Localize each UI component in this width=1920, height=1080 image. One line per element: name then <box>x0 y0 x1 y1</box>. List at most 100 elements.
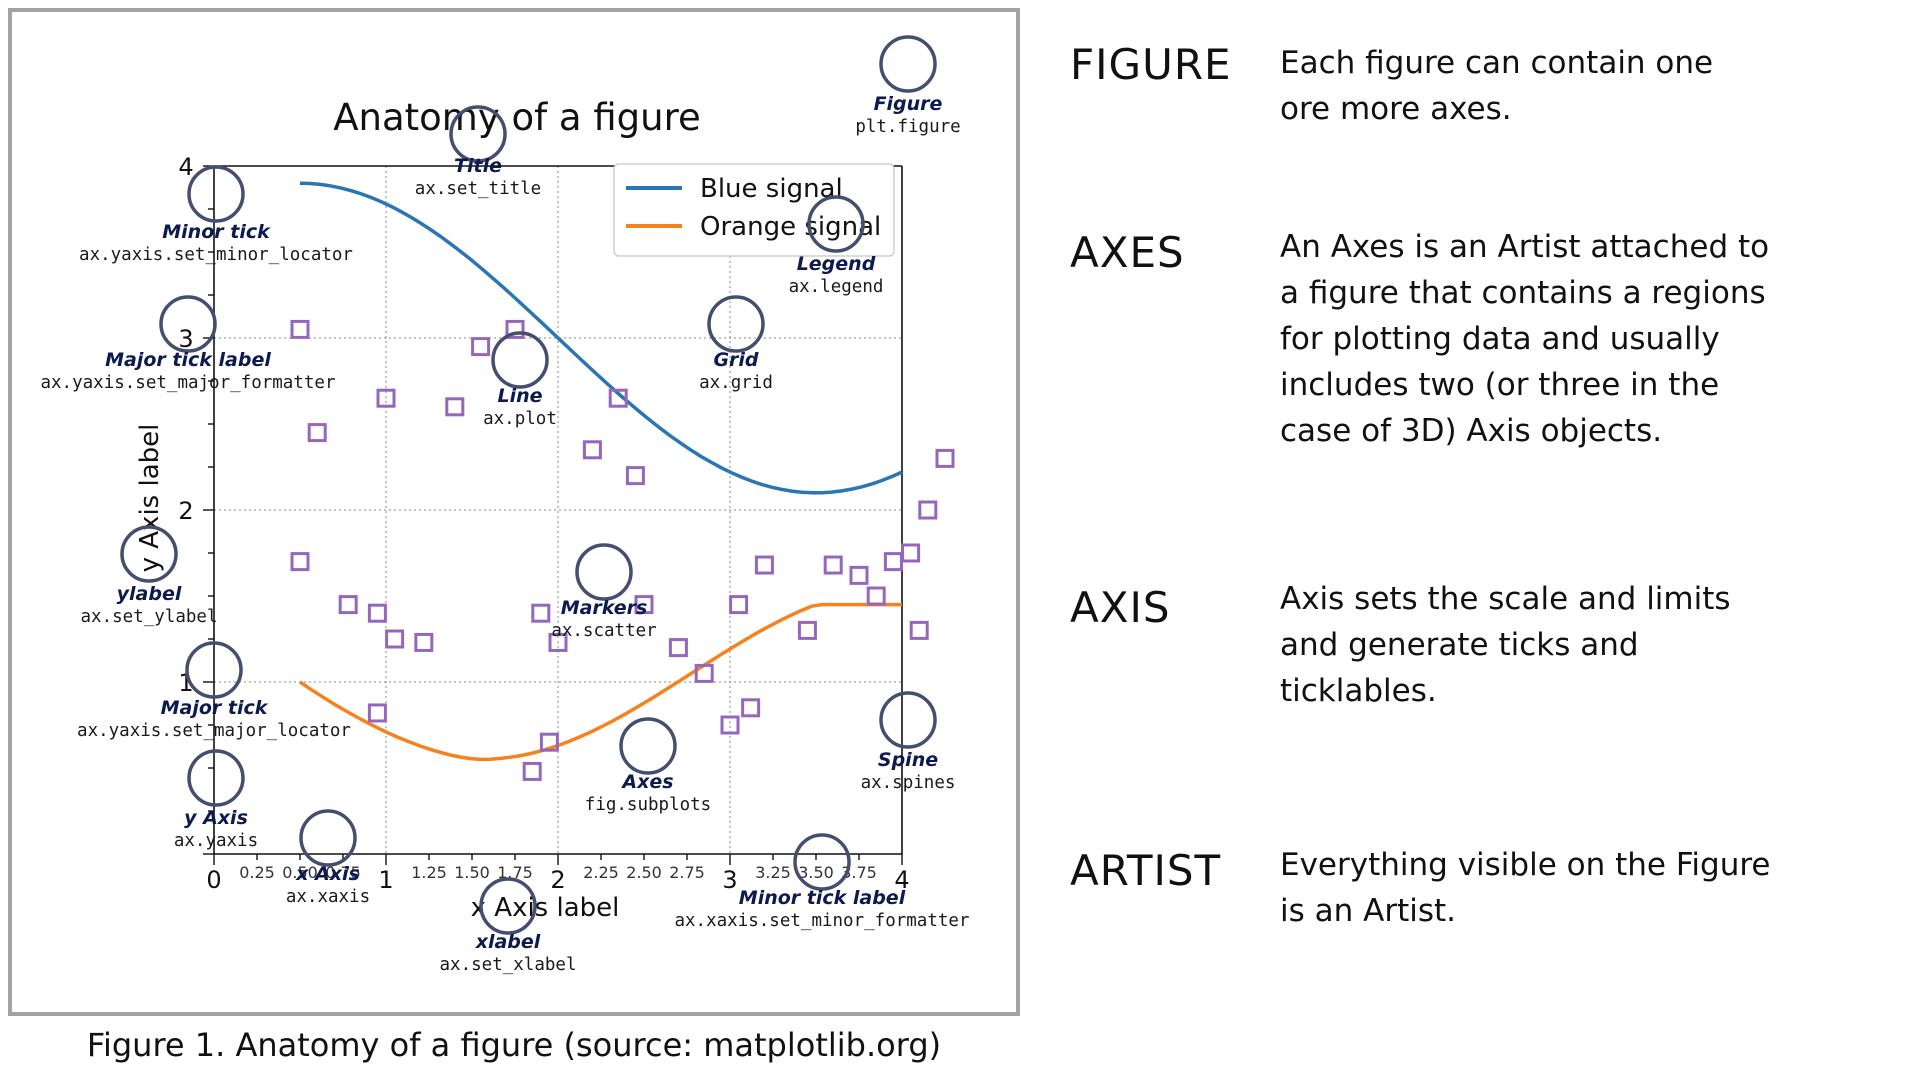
markers <box>290 319 955 781</box>
scatter-marker <box>754 555 774 575</box>
axes-callout-title: Axes <box>620 771 673 793</box>
scatter-marker <box>505 319 525 339</box>
x-minor-tick-label: 0.50 <box>282 863 318 882</box>
term-artist: ARTIST <box>1070 846 1222 895</box>
scatter-marker <box>634 595 654 615</box>
spine-callout-title: Spine <box>878 749 938 771</box>
xlabel-callout-code: ax.set_xlabel <box>440 955 577 975</box>
definition-axes: An Axes is an Artist attached to a figur… <box>1280 224 1880 454</box>
series <box>299 181 903 762</box>
definition-line: Axis sets the scale and limits <box>1280 581 1731 617</box>
y-axis-callout-circle <box>187 749 245 807</box>
legend-callout-code: ax.legend <box>789 277 884 297</box>
scatter-marker <box>539 732 559 752</box>
spine-callout-code: ax.spines <box>861 773 956 793</box>
y-major-tick-label: 2 <box>178 497 193 525</box>
minor-tick-label-callout-code: ax.xaxis.set_minor_formatter <box>674 911 969 931</box>
axes-callout-code: fig.subplots <box>585 795 711 815</box>
definition-line: and generate ticks and <box>1280 627 1639 663</box>
scatter-marker <box>918 500 938 520</box>
definition-line: case of 3D) Axis objects. <box>1280 413 1663 449</box>
definition-line: includes two (or three in the <box>1280 367 1720 403</box>
scatter-marker <box>385 629 405 649</box>
scatter-marker <box>668 638 688 658</box>
ylabel-callout-code: ax.set_ylabel <box>81 607 218 627</box>
minor-tick-label-callout-circle <box>793 833 851 891</box>
x-axis-label: x Axis label <box>471 893 620 923</box>
minor-tick-callout-title: Minor tick <box>162 221 271 243</box>
x-major-tick-label: 3 <box>722 866 737 894</box>
minor-tick-callout-code: ax.yaxis.set_minor_locator <box>79 245 353 265</box>
scatter-marker <box>720 715 740 735</box>
y-axis-callout-code: ax.yaxis <box>174 831 258 851</box>
scatter-marker <box>741 698 761 718</box>
legend-callout-title: Legend <box>797 253 876 275</box>
major-tick-callout-title: Major tick <box>161 697 269 719</box>
x-minor-tick-label: 1.75 <box>497 863 533 882</box>
scatter-marker <box>414 632 434 652</box>
scatter-marker <box>531 603 551 623</box>
figure-callout-code: plt.figure <box>855 117 960 137</box>
major-tick-label-callout-title: Major tick label <box>105 349 271 371</box>
x-minor-tick-label: 1.50 <box>454 863 490 882</box>
y-major-tick-label: 4 <box>178 153 193 181</box>
major-tick-label-callout-circle <box>159 295 217 353</box>
figure-title: Anatomy of a figure <box>333 96 701 139</box>
line-callout-code: ax.plot <box>483 409 557 429</box>
x-major-tick-label: 2 <box>550 866 565 894</box>
title-callout-title: Title <box>454 155 502 177</box>
ylabel-callout-title: ylabel <box>117 583 182 605</box>
definition-figure: Each figure can contain one ore more axe… <box>1280 40 1880 132</box>
term-axis: AXIS <box>1070 583 1171 632</box>
line-callout-title: Line <box>497 385 542 407</box>
title-callout-code: ax.set_title <box>415 179 541 199</box>
major-tick-callout-circle <box>185 641 243 699</box>
definition-line: a figure that contains a regions <box>1280 275 1766 311</box>
x-axis-callout-title: x Axis <box>295 863 360 885</box>
x-minor-tick-label: 1.25 <box>411 863 447 882</box>
figure-callout-title: Figure <box>874 93 943 115</box>
axes-background <box>208 150 902 848</box>
scatter-marker <box>290 552 310 572</box>
definition-axis: Axis sets the scale and limits and gener… <box>1280 576 1880 714</box>
scatter-marker <box>582 440 602 460</box>
scatter-marker <box>445 397 465 417</box>
xlabel-callout-title: xlabel <box>475 931 541 953</box>
major-tick-label-callout-code: ax.yaxis.set_major_formatter <box>40 373 335 393</box>
x-minor-tick-label: 3.50 <box>798 863 834 882</box>
scatter-marker <box>548 632 568 652</box>
scatter-marker <box>625 466 645 486</box>
scatter-marker <box>338 595 358 615</box>
title-callout-circle <box>449 105 507 163</box>
term-figure: FIGURE <box>1070 40 1232 89</box>
line-callout-circle <box>491 331 549 389</box>
scatter-marker <box>608 388 628 408</box>
scatter-marker <box>522 761 542 781</box>
definition-line: for plotting data and usually <box>1280 321 1720 357</box>
definition-line: Everything visible on the Figure <box>1280 847 1771 883</box>
x-minor-tick-label: 2.25 <box>583 863 619 882</box>
grid-callout-title: Grid <box>713 349 758 371</box>
y-major-tick-label: 3 <box>178 325 193 353</box>
x-minor-tick-label: 0.25 <box>239 863 275 882</box>
scatter-marker <box>823 555 843 575</box>
x-major-tick-label: 0 <box>206 866 221 894</box>
ylabel-callout-circle <box>120 525 178 583</box>
scatter-marker <box>376 388 396 408</box>
scatter-marker <box>307 423 327 443</box>
scatter-marker <box>694 663 714 683</box>
minor-tick-label-callout-title: Minor tick label <box>739 887 906 909</box>
scatter-marker <box>849 565 869 585</box>
scatter-marker <box>909 620 929 640</box>
scatter-marker <box>367 703 387 723</box>
x-axis-callout-circle <box>299 809 357 867</box>
scatter-marker <box>471 337 491 357</box>
x-major-tick-label: 4 <box>894 866 909 894</box>
definition-artist: Everything visible on the Figure is an A… <box>1280 842 1880 934</box>
scatter-marker <box>367 603 387 623</box>
definition-line: An Axes is an Artist attached to <box>1280 229 1770 265</box>
term-axes: AXES <box>1070 228 1185 277</box>
scatter-marker <box>901 543 921 563</box>
